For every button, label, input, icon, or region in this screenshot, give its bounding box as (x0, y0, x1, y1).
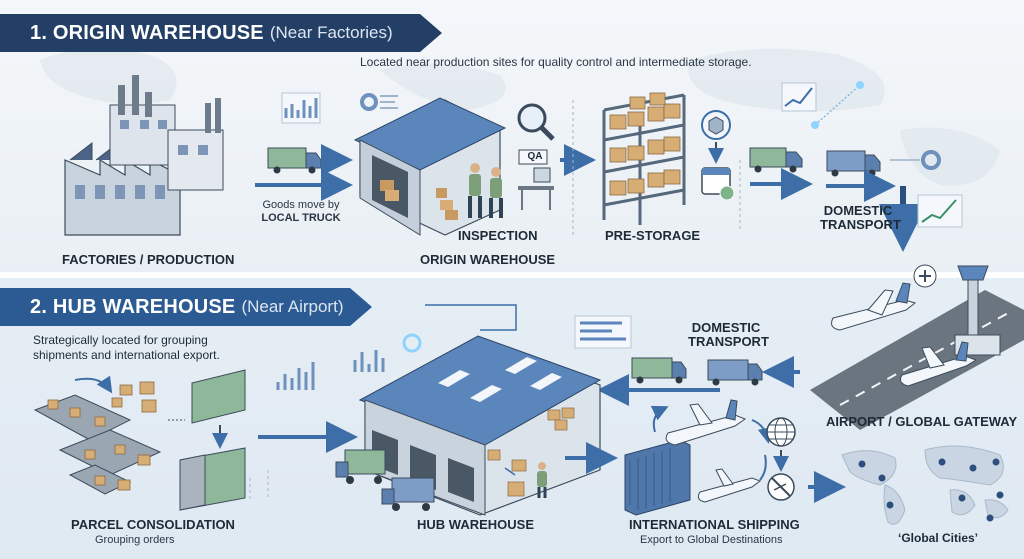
section-2-banner: 2. HUB WAREHOUSE (Near Airport) (0, 288, 372, 326)
pre-storage-label: PRE-STORAGE (605, 228, 701, 243)
shelf-icon (602, 92, 686, 225)
truck-icon (267, 147, 322, 174)
container-icon (179, 369, 246, 511)
container-icon (624, 439, 691, 516)
domestic-transport-top-line1: DOMESTIC (823, 203, 893, 218)
progress-bars-icon (574, 315, 632, 349)
donut-chart-icon (921, 150, 941, 170)
international-shipping-label: INTERNATIONAL SHIPPING (629, 517, 800, 532)
factory-icon (64, 75, 224, 236)
inspection-label: INSPECTION (458, 228, 538, 243)
local-truck-note-line2: LOCAL TRUCK (261, 212, 341, 224)
section-2-subtitle: (Near Airport) (241, 297, 344, 316)
section-2-title: 2. HUB WAREHOUSE (30, 295, 236, 318)
qa-sign-board (518, 149, 548, 165)
airplane-icon (665, 399, 747, 446)
parcel-consolidation-sub: Grouping orders (95, 534, 175, 546)
worker-icon (468, 163, 503, 218)
section-1-subtitle: (Near Factories) (269, 23, 393, 42)
section-1-banner: 1. ORIGIN WAREHOUSE (Near Factories) (0, 14, 442, 52)
section-2-description-line1: Strategically located for grouping (33, 333, 208, 347)
truck-icon (749, 147, 803, 173)
hub-warehouse-label: HUB WAREHOUSE (417, 517, 535, 532)
line-chart-icon (781, 82, 817, 112)
donut-chart-icon (360, 93, 398, 111)
truck-icon (381, 477, 435, 511)
airport-label: AIRPORT / GLOBAL GATEWAY (826, 414, 1018, 429)
airplane-icon (831, 282, 917, 331)
runway (810, 290, 1024, 430)
calendar-icon (701, 167, 735, 201)
inspection-desk (518, 167, 554, 210)
section-divider (0, 272, 1024, 278)
global-cities-label: ‘Global Cities’ (898, 531, 979, 545)
section-2-description-line2: shipments and international export. (33, 348, 220, 362)
magnifier-icon (517, 103, 555, 141)
world-map-icon (841, 445, 1009, 525)
location-pin-icon (858, 458, 1004, 522)
airplane-icon (913, 264, 937, 288)
line-chart-icon (276, 350, 385, 390)
airplane-icon (900, 341, 978, 387)
origin-warehouse-label: ORIGIN WAREHOUSE (420, 252, 556, 267)
qa-sign-label: QA (527, 151, 543, 162)
section-1-description: Located near production sites for qualit… (360, 55, 752, 69)
warehouse-icon (353, 97, 507, 236)
conveyor-icon (33, 375, 215, 495)
truck-icon (631, 357, 687, 384)
donut-chart-icon (402, 333, 422, 353)
factories-label: FACTORIES / PRODUCTION (62, 252, 235, 267)
domestic-transport-bottom-line2: TRANSPORT (688, 334, 769, 349)
domestic-transport-bottom-line1: DOMESTIC (691, 320, 761, 335)
truck-icon (826, 150, 881, 177)
no-entry-icon (767, 473, 795, 501)
world-map-background-top (40, 48, 1000, 186)
section-1-title: 1. ORIGIN WAREHOUSE (30, 21, 264, 44)
globe-icon (766, 417, 796, 447)
box-icon (701, 110, 731, 140)
domestic-transport-top-line2: TRANSPORT (820, 217, 901, 232)
line-chart-icon (917, 194, 963, 228)
truck-icon (335, 449, 386, 484)
international-shipping-sub: Export to Global Destinations (640, 534, 783, 546)
parcel-consolidation-label: PARCEL CONSOLIDATION (71, 517, 235, 532)
worker-icon (537, 462, 547, 498)
line-chart-icon (281, 92, 321, 124)
airplane-icon (697, 468, 762, 503)
local-truck-note-line1: Goods move by (262, 199, 340, 211)
truck-icon (707, 359, 763, 386)
